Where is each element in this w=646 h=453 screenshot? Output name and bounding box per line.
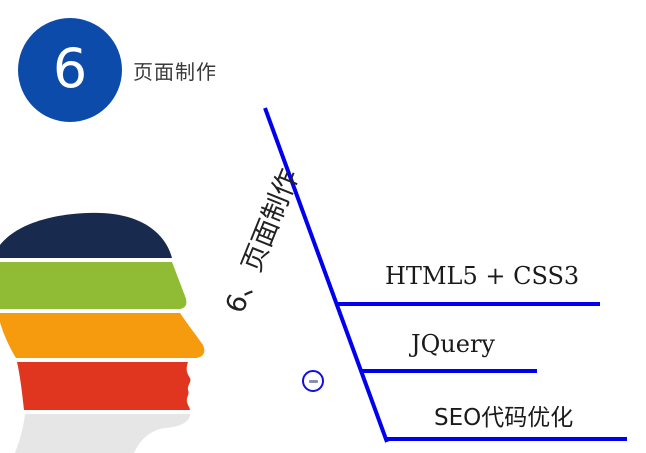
collapse-toggle-button[interactable]	[302, 370, 324, 392]
topic-spine	[263, 107, 389, 443]
section-title: 页面制作	[133, 60, 217, 84]
head-band-grey	[15, 414, 190, 453]
head-band-orange	[0, 313, 205, 358]
branch-label-html5-css3[interactable]: HTML5 + CSS3	[385, 262, 580, 290]
head-band-navy	[0, 212, 172, 258]
section-number: 6	[52, 37, 88, 100]
section-number-badge: 6	[18, 18, 122, 122]
branch-label-seo[interactable]: SEO代码优化	[434, 405, 574, 431]
head-profile-illustration	[0, 212, 205, 453]
minus-icon	[308, 379, 318, 383]
head-band-red	[17, 362, 191, 410]
branch-label-jquery[interactable]: JQuery	[411, 330, 495, 358]
head-band-green	[0, 262, 187, 309]
